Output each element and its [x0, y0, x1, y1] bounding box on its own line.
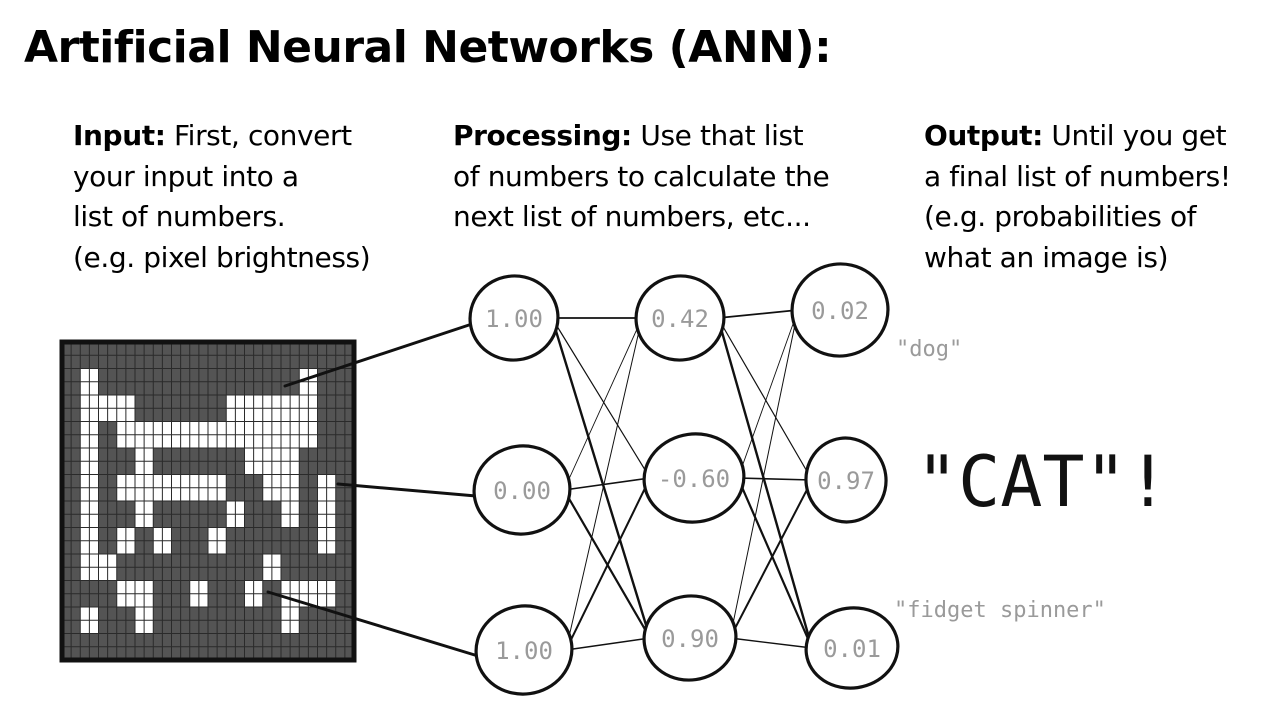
connection-line	[563, 477, 651, 491]
input-text-line-4: (e.g. pixel brightness)	[73, 240, 371, 274]
result-label-cat: "CAT"!	[916, 441, 1169, 523]
output-heading: Output:	[924, 119, 1043, 152]
connection-line	[729, 309, 799, 639]
processing-description: Processing: Use that list of numbers to …	[453, 116, 830, 238]
output-node-2: 0.97	[804, 436, 888, 524]
node-value: 0.01	[823, 635, 881, 663]
node-value: 0.02	[811, 297, 869, 325]
output-text-line-4: what an image is)	[924, 240, 1169, 274]
connection-line	[729, 479, 813, 639]
pixel-link-line	[283, 322, 474, 388]
output-text-line-3: (e.g. probabilities of	[924, 200, 1197, 233]
connection-line	[563, 317, 643, 491]
input-node-2: 0.00	[472, 444, 572, 536]
connection-line	[729, 637, 813, 649]
pixel-link-line	[336, 482, 478, 498]
processing-text-line-2: of numbers to calculate the	[453, 159, 830, 193]
grid-border	[59, 339, 357, 663]
node-value: 0.42	[651, 305, 709, 333]
label-fidget-spinner: "fidget spinner"	[894, 598, 1106, 623]
pixel-link-line	[266, 590, 480, 658]
output-node-1: 0.02	[790, 262, 890, 358]
processing-text-line-1: Use that list	[631, 119, 804, 152]
node-circle	[634, 274, 726, 362]
node-circle	[804, 436, 888, 524]
connection-line	[736, 476, 814, 650]
output-text-line-2: a final list of numbers!	[924, 159, 1231, 193]
output-node-3: 0.01	[804, 606, 900, 690]
connection-line	[717, 309, 799, 319]
input-description: Input: First, convert your input into a …	[73, 116, 371, 278]
connection-line	[565, 317, 643, 651]
connection-line	[717, 317, 813, 481]
input-node-3: 1.00	[474, 604, 574, 696]
connection-line	[551, 317, 651, 479]
node-circle	[642, 594, 738, 682]
output-text-line-1: Until you get	[1042, 119, 1227, 152]
node-circle	[468, 274, 560, 362]
node-circle	[642, 432, 746, 524]
input-text-line-2: your input into a	[73, 159, 299, 193]
node-circle	[472, 444, 572, 536]
network-nodes: 1.00 0.00 1.00 0.42 -0.60 0.90 0.02 0.97 0.01	[468, 262, 900, 696]
node-circle	[804, 606, 900, 690]
processing-heading: Processing:	[453, 119, 632, 152]
connection-line	[737, 309, 799, 479]
node-value: 0.97	[817, 467, 875, 495]
node-circle	[790, 262, 890, 358]
input-text-line-1: First, convert	[165, 119, 352, 152]
input-text-line-3: list of numbers.	[73, 200, 286, 233]
node-value: 0.90	[661, 625, 719, 653]
pixel-image-grid	[59, 339, 357, 663]
node-value: -0.60	[658, 465, 730, 493]
page-title: Artificial Neural Networks (ANN):	[24, 22, 832, 73]
node-value: 0.00	[493, 477, 551, 505]
connection-line	[550, 316, 652, 640]
node-value: 1.00	[495, 637, 553, 665]
processing-text-line-3: next list of numbers, etc...	[453, 200, 811, 233]
connection-line	[716, 316, 814, 650]
hidden-node-1: 0.42	[634, 274, 726, 362]
pixel-to-input-links	[266, 322, 480, 658]
input-node-1: 1.00	[468, 274, 560, 362]
connection-line	[737, 477, 813, 481]
output-description: Output: Until you get a final list of nu…	[924, 116, 1231, 278]
connection-line	[565, 637, 651, 651]
connection-line	[565, 477, 651, 651]
label-dog: "dog"	[896, 337, 962, 362]
input-heading: Input:	[73, 119, 166, 152]
node-circle	[474, 604, 574, 696]
network-connections	[550, 309, 814, 651]
hidden-node-2: -0.60	[642, 432, 746, 524]
hidden-node-3: 0.90	[642, 594, 738, 682]
node-value: 1.00	[485, 305, 543, 333]
